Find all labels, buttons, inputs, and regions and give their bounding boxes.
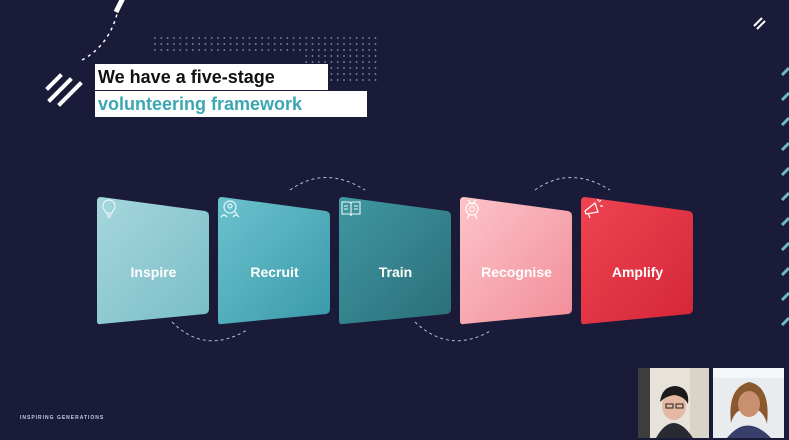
stage-label: Recognise	[481, 264, 552, 280]
people-search-icon	[220, 200, 240, 218]
stage-shape	[581, 197, 693, 325]
stage-card-inspire: Inspire	[97, 197, 210, 325]
slide-title-line-2: volunteering framework	[95, 91, 367, 117]
stage-card-recognise: Recognise	[460, 197, 573, 325]
stage-shape	[460, 197, 572, 325]
lightbulb-icon	[102, 199, 116, 218]
stage-card-train: Train	[339, 197, 452, 325]
participant-2-video	[713, 368, 784, 438]
megaphone-icon	[584, 199, 603, 219]
stage-label: Amplify	[611, 264, 664, 280]
participant-1-video	[638, 368, 709, 438]
participant-video-tile[interactable]	[713, 368, 784, 438]
book-icon	[341, 201, 361, 217]
stage-label: Recruit	[250, 264, 299, 280]
stage-card-amplify: Amplify	[581, 197, 694, 325]
participant-video-tile[interactable]	[638, 368, 709, 438]
medal-icon	[465, 199, 479, 220]
stage-shape	[97, 197, 209, 325]
stage-label: Train	[378, 264, 413, 280]
stage-card-recruit: Recruit	[218, 197, 331, 325]
stage-label: Inspire	[130, 264, 177, 280]
slash-logo-icon	[753, 17, 766, 30]
slide-title-line-1: We have a five-stage	[95, 64, 328, 90]
footer-brand-text: INSPIRING GENERATIONS	[20, 415, 105, 421]
stage-shape	[218, 197, 330, 325]
stage-shape	[339, 197, 451, 325]
